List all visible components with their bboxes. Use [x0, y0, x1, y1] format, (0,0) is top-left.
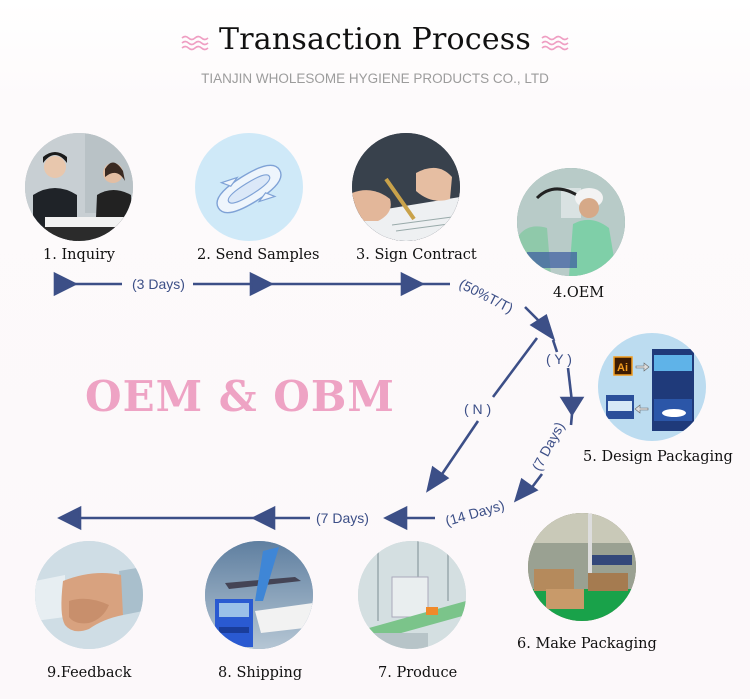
arrow-label-yes: ( Y ) — [546, 351, 572, 367]
wave-icon — [181, 24, 209, 59]
step-3-image — [352, 133, 460, 241]
arrow-label-7-days-packaging: (7 Days) — [529, 419, 568, 473]
wave-icon — [541, 24, 569, 59]
step-5-label: 5. Design Packaging — [583, 449, 733, 465]
ai-badge-text: Ai — [617, 362, 628, 374]
step-4-label: 4.OEM — [553, 285, 605, 301]
step-1-label: 1. Inquiry — [43, 247, 115, 263]
step-8-label: 8. Shipping — [218, 665, 303, 681]
arrow-line — [566, 367, 574, 403]
step-9-image — [35, 541, 143, 649]
step-2-image — [195, 133, 303, 241]
arrow-head — [57, 505, 82, 531]
arrow-line — [491, 337, 539, 398]
step-9-label: 9.Feedback — [47, 665, 132, 681]
step-5-image: Ai — [598, 333, 706, 441]
step-2-label: 2. Send Samples — [197, 247, 320, 263]
arrow-label-7-days-shipping: (7 Days) — [316, 510, 369, 526]
page-title: Transaction Process — [0, 22, 750, 59]
arrow-label-3-days: (3 Days) — [132, 276, 185, 292]
arrow-label-14-days: (14 Days) — [443, 497, 506, 529]
step-1-image — [25, 133, 133, 241]
arrow-line — [569, 413, 574, 426]
arrow-head — [559, 396, 585, 417]
arrow-line — [551, 339, 559, 353]
title-text: Transaction Process — [219, 22, 531, 57]
company-name: TIANJIN WHOLESOME HYGIENE PRODUCTS CO., … — [201, 71, 549, 86]
arrow-label-no: ( N ) — [464, 401, 491, 417]
arrow-head — [383, 505, 408, 531]
arrow-head — [529, 313, 556, 341]
step-6-label: 6. Make Packaging — [517, 636, 657, 652]
step-7-image — [358, 541, 466, 649]
arrow-head — [53, 271, 78, 297]
arrow-head — [426, 465, 450, 493]
arrow-line — [436, 420, 480, 481]
step-7-label: 7. Produce — [378, 665, 458, 681]
step-8-image — [205, 541, 313, 649]
oem-obm-heading: OEM & OBM — [85, 372, 395, 421]
step-3-label: 3. Sign Contract — [356, 247, 477, 263]
step-4-image — [517, 168, 625, 276]
arrow-label-50-tt: (50%T/T) — [457, 275, 516, 316]
arrow-head — [400, 271, 425, 297]
step-6-image — [528, 513, 636, 621]
arrow-head — [249, 271, 274, 297]
arrow-head — [251, 505, 276, 531]
arrow-head — [513, 477, 539, 503]
